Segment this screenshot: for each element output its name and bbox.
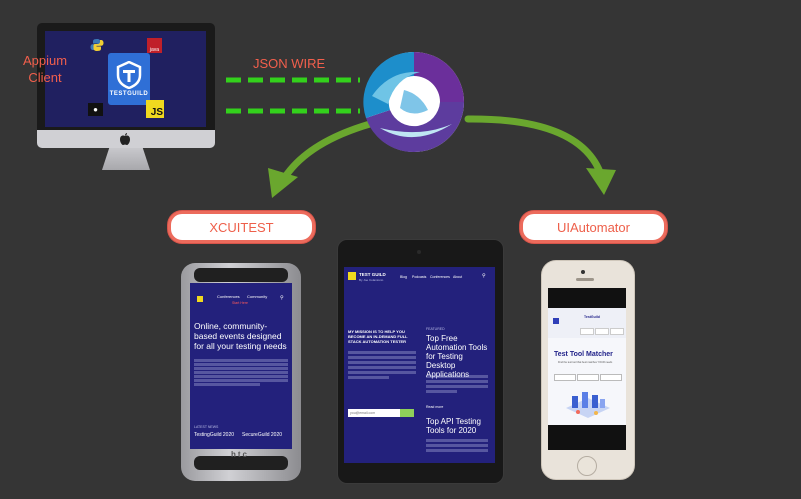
tablet-brand: TEST GUILD: [359, 272, 386, 277]
appium-client-label: Appium Client: [22, 53, 68, 85]
tablet-subscribe-button[interactable]: [400, 409, 414, 417]
iphone-isometric-illustration: [566, 392, 610, 418]
iphone-filter-2[interactable]: [577, 374, 599, 381]
htc-news-1: TestingGuild 2020: [194, 432, 235, 438]
monitor-brand: TESTGUILD: [109, 91, 149, 97]
tablet-read-more[interactable]: Read more: [426, 405, 444, 409]
arrow-to-uiautomator: [464, 115, 604, 176]
tablet-email-input[interactable]: you@email.com: [348, 409, 400, 417]
tablet-nav-conferences: Conferences: [430, 275, 450, 279]
htc-nav-community: Community: [247, 294, 268, 299]
testguild-shield-icon: [116, 61, 142, 89]
iphone-webpage: TestGuild Test Tool Matcher Find the tes…: [548, 308, 626, 425]
monitor-stand: [102, 148, 150, 170]
arrowhead-uiautomator: [586, 168, 616, 195]
tablet-headline-1: Top Free Automation Tools for Testing De…: [426, 334, 488, 379]
iphone-filter-1[interactable]: [554, 374, 576, 381]
tablet-camera: [417, 250, 421, 254]
htc-speaker-top: [194, 268, 288, 282]
htc-latest-news: LATEST NEWS: [194, 425, 219, 429]
tablet-article-text-2: [426, 439, 488, 452]
htc-speaker-bottom: [194, 456, 288, 470]
iphone-nav-button-1[interactable]: [580, 328, 594, 335]
iphone-title: Test Tool Matcher: [554, 351, 613, 358]
iphone-nav-button-2[interactable]: [595, 328, 609, 335]
htc-nav-conferences: Conferences: [217, 294, 240, 299]
tablet-site-logo-icon: [348, 272, 356, 280]
htc-screen: Conferences Community Start Here ⚲ Onlin…: [190, 283, 292, 449]
iphone-home-button[interactable]: [577, 456, 597, 476]
iphone-site-logo-icon: [553, 318, 559, 324]
js-label: JS: [150, 107, 163, 118]
tablet-featured: FEATURED: [426, 327, 445, 331]
tablet-body-text: [348, 351, 416, 379]
python-icon: [90, 39, 104, 51]
iphone-camera: [581, 270, 585, 274]
tablet-search-icon: ⚲: [482, 273, 486, 279]
tablet-byline: By Joe Colantonio: [359, 278, 384, 282]
appium-logo-icon: [363, 51, 464, 153]
arrow-to-xcuitest: [281, 118, 381, 181]
iphone-speaker: [576, 278, 594, 281]
htc-headline: Online, community-based events designed …: [194, 321, 287, 351]
iphone-brand: TestGuild: [584, 315, 600, 319]
tablet-article-text: [426, 375, 488, 393]
tablet-screen: TEST GUILD By Joe Colantonio Blog Podcas…: [344, 267, 495, 463]
javascript-icon: JS: [146, 100, 164, 118]
apple-tag-icon: ●: [88, 103, 103, 116]
htc-search-icon: ⚲: [280, 295, 284, 301]
java-icon: java: [147, 38, 162, 53]
iphone-nav-button-3[interactable]: [610, 328, 624, 335]
htc-nav-start-here: Start Here: [232, 301, 248, 305]
tablet-nav-blog: Blog: [400, 275, 408, 279]
iphone-subtitle: Find the test tool that best matches YOU…: [558, 361, 613, 364]
tablet-headline-2: Top API Testing Tools for 2020: [426, 417, 481, 435]
apple-logo-icon: [120, 133, 130, 145]
xcuitest-label: XCUITEST: [168, 211, 315, 243]
tablet-nav-about: About: [453, 275, 463, 279]
htc-brand-logo: htc: [231, 450, 249, 459]
tablet-mission: MY MISSION IS TO HELP YOU BECOME AN IN-D…: [348, 329, 408, 344]
htc-news-2: SecureGuild 2020: [242, 432, 283, 438]
testguild-logo-tile: TESTGUILD: [108, 53, 150, 105]
iphone-filter-3[interactable]: [600, 374, 622, 381]
htc-site-logo-icon: [197, 296, 203, 302]
java-label: java: [149, 47, 160, 53]
arrowhead-xcuitest: [268, 168, 298, 198]
htc-body-text: [194, 359, 288, 419]
json-wire-label: JSON WIRE: [253, 56, 326, 71]
tablet-nav-podcasts: Podcasts: [412, 275, 427, 279]
uiautomator-label: UIAutomator: [520, 211, 667, 243]
